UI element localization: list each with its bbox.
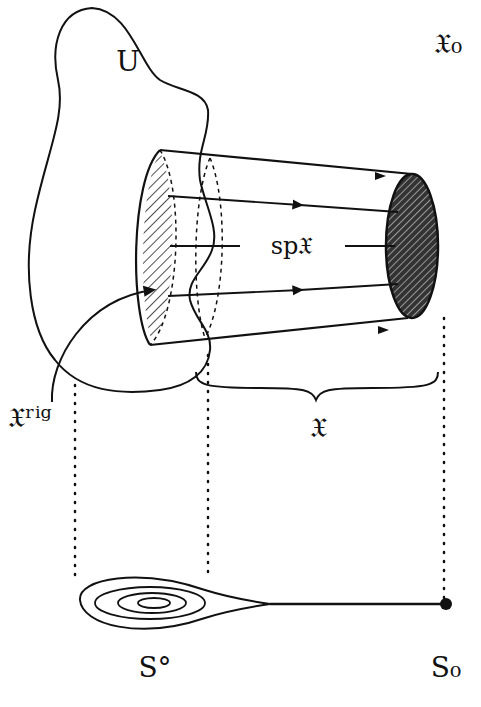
flow-line [168,290,300,296]
flow-line [168,196,300,205]
tube-left-rim-back [150,150,176,345]
set-label: U [116,48,140,76]
punctured-disc [80,578,270,629]
contour [118,593,186,613]
flow-line [300,205,398,212]
brace [196,372,438,400]
contour [95,587,205,619]
hatched-region [143,152,172,342]
base-label: S° [138,654,171,682]
tube-bottom-edge [150,318,408,345]
specialization-label: sp𝔛 [268,233,317,259]
projection-line [75,318,444,598]
special-point [440,598,452,610]
base-segment [270,603,444,606]
flow-arrowhead [375,172,389,334]
flow-line [300,284,398,290]
open-set-outline [29,8,214,392]
special-fibre-label: 𝔛₀ [434,30,462,58]
contour [138,598,170,608]
leader-line [52,290,152,402]
tube-left-rim [136,150,160,345]
point-label: S₀ [431,654,461,682]
tube-middle-section [196,158,222,338]
tube-top-edge [160,150,412,174]
space-label: 𝔛 [310,414,327,442]
generic-fibre-label: 𝔛ʳⁱᵍ [8,404,52,432]
